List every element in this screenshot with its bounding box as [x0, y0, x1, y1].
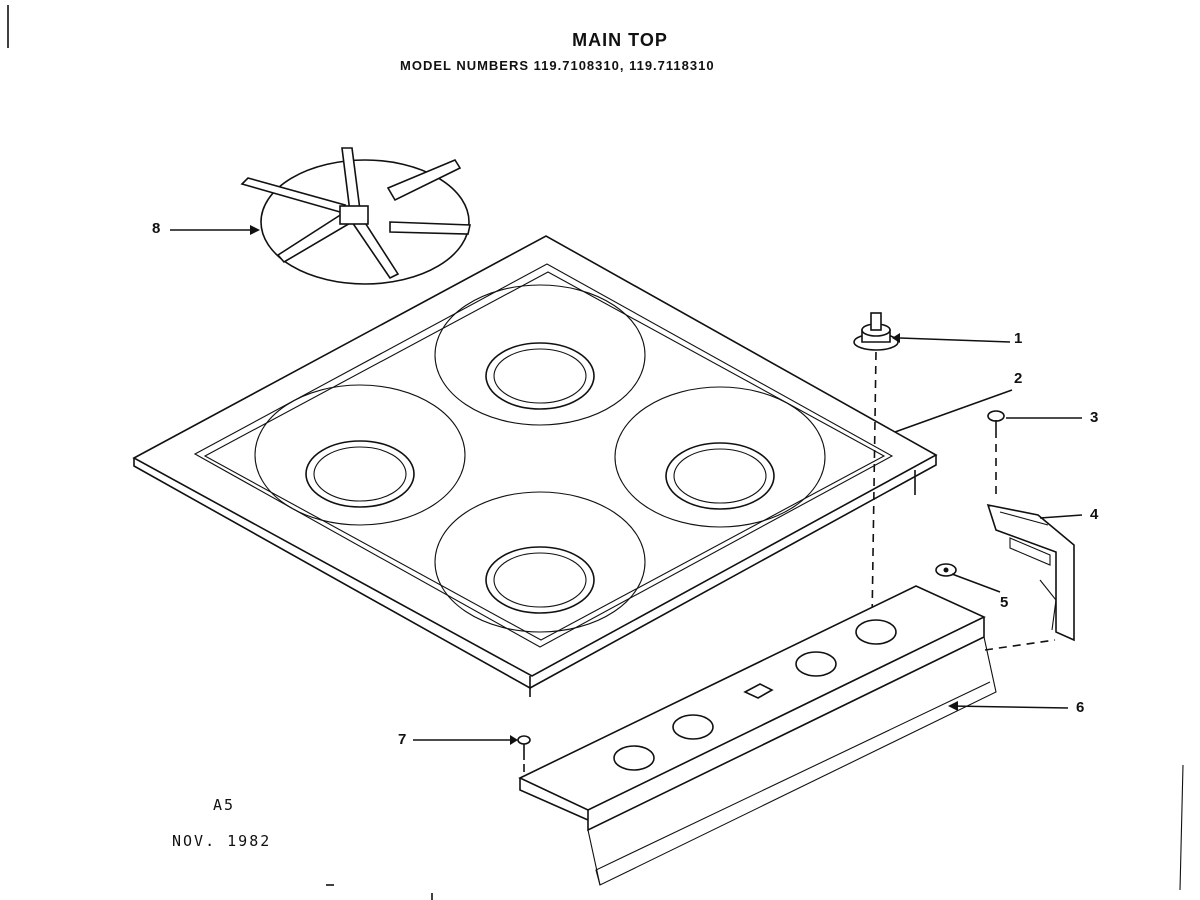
callout-6: 6 [1076, 699, 1085, 716]
callout-2: 2 [1014, 370, 1023, 387]
callout-8: 8 [152, 220, 161, 237]
screw-part-7 [517, 735, 531, 760]
callout-5: 5 [1000, 594, 1009, 611]
control-knob-part-1 [853, 312, 899, 351]
model-numbers: MODEL NUMBERS 119.7108310, 119.7118310 [400, 58, 715, 73]
end-bracket-part-4 [986, 503, 1075, 642]
callout-4: 4 [1090, 506, 1099, 523]
callout-1: 1 [1014, 330, 1023, 347]
screw-part-3 [987, 410, 1005, 438]
callout-3: 3 [1090, 409, 1099, 426]
drawing-date: NOV. 1982 [172, 832, 272, 850]
drawing-code: A5 [213, 796, 236, 814]
cooktop-main-top-part-2 [132, 235, 938, 697]
diagram-title: MAIN TOP [572, 30, 668, 50]
clip-part-5 [935, 563, 957, 577]
burner-grate-part-8 [240, 147, 471, 285]
control-panel-part-6 [518, 585, 997, 886]
callout-7: 7 [398, 731, 407, 748]
margin-mark-right [1179, 764, 1184, 891]
